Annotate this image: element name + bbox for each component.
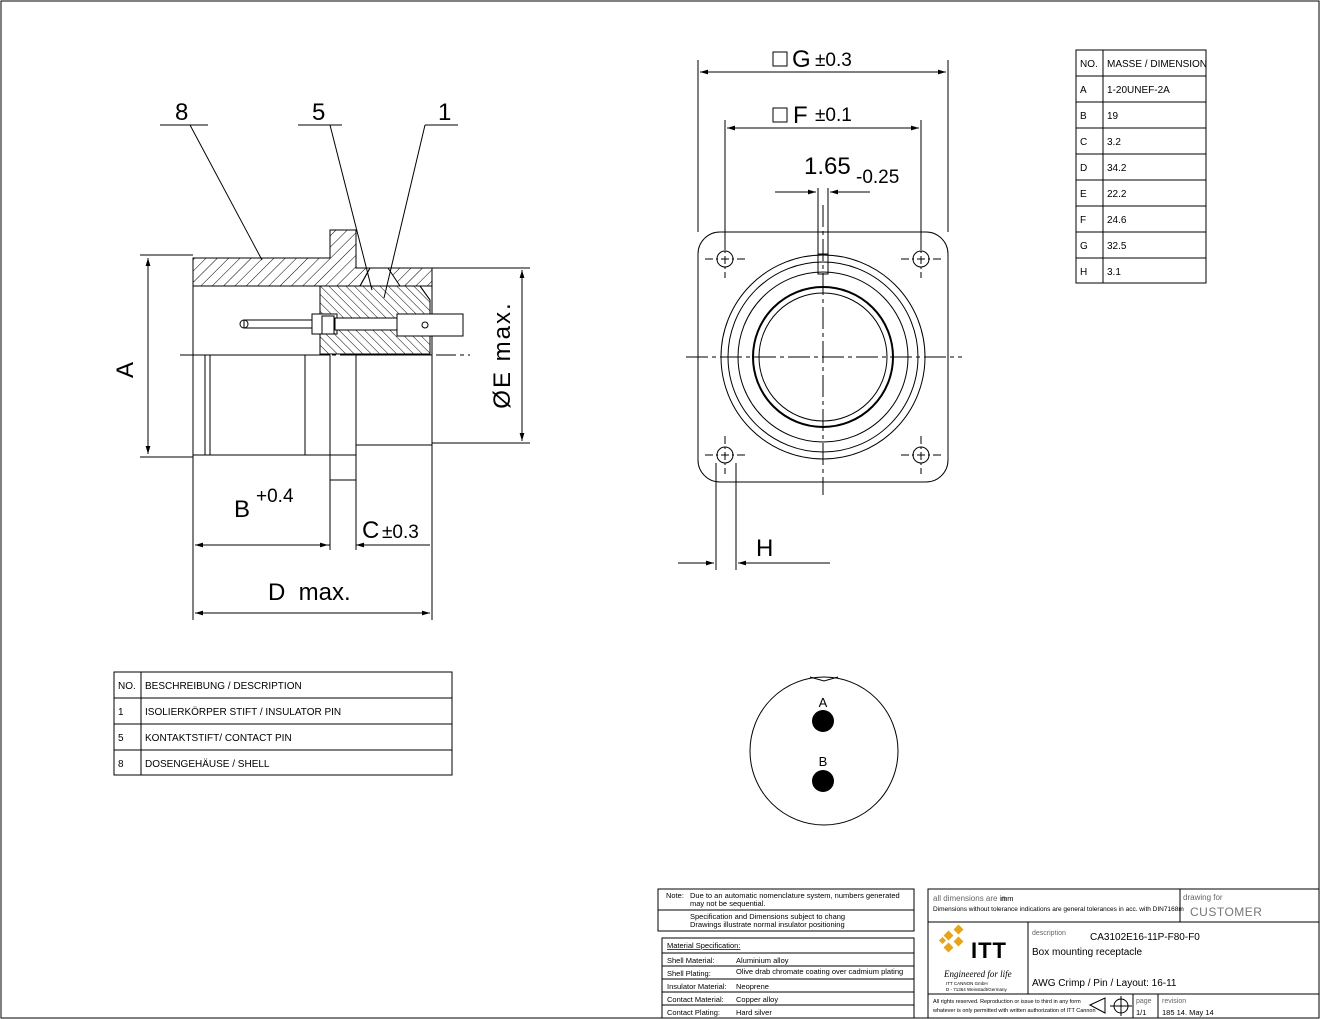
- dim-b-label: B: [234, 496, 250, 523]
- revision-label: revision: [1162, 998, 1186, 1005]
- parts-row-no: 8: [118, 759, 124, 770]
- dimtable-header-no: NO.: [1080, 59, 1098, 70]
- dim-d-label: D max.: [268, 579, 351, 606]
- dimension-table-rows: A 1-20UNEF-2A B 19 C 3.2 D 34.2 E 22.2 F…: [1080, 85, 1170, 278]
- dimtable-row-key: D: [1080, 163, 1087, 174]
- square-symbol-g: [772, 51, 788, 67]
- material-row-value: Aluminium alloy: [736, 956, 789, 965]
- dimtable-row-value: 3.1: [1107, 267, 1121, 278]
- insert-layout-view: [749, 676, 899, 826]
- rights-note: All rights reserved. Reproduction or iss…: [933, 999, 1081, 1005]
- dimtable-row-value: 32.5: [1107, 241, 1127, 252]
- dim-a-label: A: [112, 362, 139, 378]
- notes-block: [657, 888, 915, 932]
- drawing-for-value: CUSTOMER: [1190, 905, 1262, 919]
- parts-table: [113, 671, 453, 776]
- material-row-value: Neoprene: [736, 982, 769, 991]
- notes-line: may not be sequential.: [690, 899, 765, 908]
- notes-line: Due to an automatic nomenclature system,…: [690, 891, 900, 900]
- dim-h-label: H: [756, 535, 773, 562]
- material-spec-block: [661, 937, 915, 1019]
- logo-text: ITT: [971, 938, 1007, 963]
- dim-pin-label: 1.65: [804, 153, 851, 180]
- dimtable-row-key: B: [1080, 111, 1087, 122]
- material-row-label: Shell Material:: [667, 956, 715, 965]
- part-number: CA3102E16-11P-F80-F0: [1090, 932, 1200, 943]
- dim-e-label: ØE max.: [489, 301, 516, 408]
- dim-g-label: G: [792, 46, 811, 73]
- company-line: ITT CANNON GmbH: [946, 981, 988, 986]
- dim-pin-tol: -0.25: [856, 167, 899, 188]
- dim-c-label: C: [362, 517, 379, 544]
- dimtable-row-value: 1-20UNEF-2A: [1107, 85, 1170, 96]
- dimension-table-header-clip: NO. MASSE / DIMENSION: [1080, 59, 1207, 70]
- revision-value: 185 14. May 14: [1162, 1008, 1214, 1017]
- dimtable-row-value: 19: [1107, 111, 1119, 122]
- material-row-label: Insulator Material:: [667, 982, 727, 991]
- dimtable-row-key: E: [1080, 189, 1087, 200]
- parts-row-description: KONTAKTSTIFT/ CONTACT PIN: [145, 733, 292, 744]
- tolerance-note: Dimensions without tolerance indications…: [933, 906, 1184, 913]
- rights-note: whatever is only permitted with written …: [932, 1008, 1096, 1014]
- material-row-label: Shell Plating:: [667, 969, 711, 978]
- parts-header-no: NO.: [118, 681, 136, 692]
- units-value: mm: [1001, 894, 1014, 903]
- drawing-for-label: drawing for: [1183, 893, 1223, 902]
- parts-header-description: BESCHREIBUNG / DESCRIPTION: [145, 681, 302, 692]
- dimtable-row-key: A: [1080, 85, 1087, 96]
- notes-line: Specification and Dimensions subject to …: [690, 912, 845, 921]
- slogan: Engineered for life: [943, 969, 1012, 979]
- front-view: [678, 60, 962, 570]
- material-row-value: Hard silver: [736, 1008, 772, 1017]
- square-symbol-f: [772, 107, 788, 123]
- balloon-8: 8: [175, 99, 188, 126]
- description-label: description: [1032, 930, 1066, 937]
- title-block: [927, 888, 1320, 1019]
- page-value: 1/1: [1136, 1008, 1146, 1017]
- description: Box mounting receptacle: [1032, 947, 1143, 958]
- dimension-table: [1075, 49, 1207, 284]
- parts-row-no: 5: [118, 733, 124, 744]
- parts-row-description: DOSENGEHÄUSE / SHELL: [145, 758, 270, 770]
- page-label: page: [1136, 998, 1152, 1005]
- dimtable-row-key: F: [1080, 215, 1086, 226]
- parts-row-no: 1: [118, 707, 124, 718]
- material-row-label: Contact Material:: [667, 995, 724, 1004]
- dimtable-row-value: 24.6: [1107, 215, 1127, 226]
- company-line: D - 71364 Weinstadt/Germany: [946, 987, 1007, 992]
- side-section-view: [140, 124, 530, 620]
- dim-f-tol: ±0.1: [815, 105, 852, 126]
- parts-row-description: ISOLIERKÖRPER STIFT / INSULATOR PIN: [145, 706, 341, 718]
- dim-f-label: F: [793, 102, 808, 129]
- dimtable-header-dimension: MASSE / DIMENSION: [1107, 59, 1207, 70]
- contact-b-label: B: [819, 754, 828, 769]
- dimtable-row-key: H: [1080, 267, 1087, 278]
- dimtable-row-value: 22.2: [1107, 189, 1127, 200]
- material-row-label: Contact Plating:: [667, 1008, 720, 1017]
- dimtable-row-value: 3.2: [1107, 137, 1121, 148]
- units-label: all dimensions are in: [933, 894, 1006, 903]
- notes-line: Drawings illustrate normal insulator pos…: [690, 920, 845, 929]
- contact-a: [812, 710, 834, 732]
- dimtable-row-key: C: [1080, 137, 1087, 148]
- itt-logo-icon: [938, 924, 964, 953]
- material-row-value: Copper alloy: [736, 995, 778, 1004]
- contact-b: [812, 770, 834, 792]
- dimtable-row-key: G: [1080, 241, 1088, 252]
- dimtable-row-value: 34.2: [1107, 163, 1127, 174]
- balloon-1: 1: [438, 99, 451, 126]
- dim-b-tol: +0.4: [256, 486, 294, 507]
- dim-c-tol: ±0.3: [382, 522, 419, 543]
- subdescription: AWG Crimp / Pin / Layout: 16-11: [1032, 978, 1177, 989]
- material-row-value: Olive drab chromate coating over cadmium…: [736, 967, 903, 976]
- dim-g-tol: ±0.3: [815, 50, 852, 71]
- contact-a-label: A: [819, 695, 828, 710]
- balloon-5: 5: [312, 99, 325, 126]
- notes-label: Note:: [666, 891, 684, 900]
- material-spec-title: Material Specification:: [667, 941, 740, 950]
